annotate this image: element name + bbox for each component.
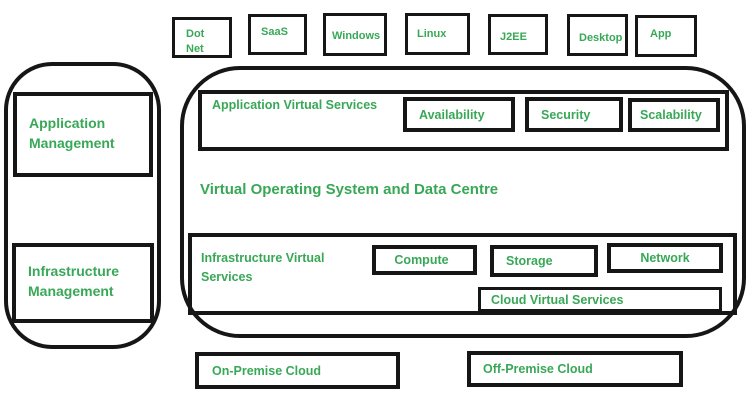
platform-box-saas: SaaS [248, 14, 307, 55]
security-box: Security [525, 97, 623, 132]
platform-box-desktop: Desktop [567, 14, 628, 56]
scalability-box: Scalability [628, 98, 720, 132]
virtual-platform-outline [180, 66, 746, 338]
platform-box-linux: Linux [405, 13, 470, 55]
platform-box-app: App [635, 15, 697, 57]
application-management-box: Application Management [13, 92, 153, 177]
storage-box: Storage [490, 245, 598, 277]
application-virtual-services-label: Application Virtual Services [212, 98, 378, 112]
infrastructure-virtual-services-label: Infrastructure Virtual Services [201, 251, 325, 284]
on-premise-cloud-box: On-Premise Cloud [195, 352, 400, 389]
cloud-virtual-services-box: Cloud Virtual Services [478, 287, 722, 312]
infrastructure-virtual-services-box [188, 233, 737, 315]
platform-box-dotnet: Dot Net [172, 17, 232, 58]
compute-box: Compute [372, 245, 477, 275]
platform-box-windows: Windows [323, 13, 387, 56]
application-virtual-services-box [198, 90, 729, 151]
platform-box-j2ee: J2EE [488, 14, 548, 55]
off-premise-cloud-box: Off-Premise Cloud [467, 351, 683, 387]
network-box: Network [607, 243, 723, 273]
virtual-os-title: Virtual Operating System and Data Centre [200, 181, 499, 198]
availability-box: Availability [403, 97, 515, 132]
infrastructure-management-box: Infrastructure Management [12, 243, 154, 323]
management-panel-outline [4, 62, 161, 349]
